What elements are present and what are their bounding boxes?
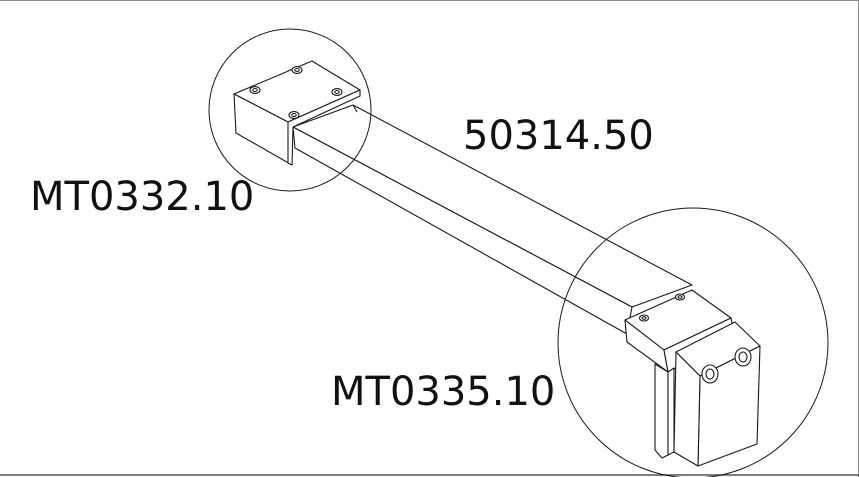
detail-circle-right xyxy=(557,207,829,477)
label-mt0332-10: MT0332.10 xyxy=(30,174,255,220)
screw-holes-left xyxy=(249,66,343,119)
detail-circle-left xyxy=(208,28,372,192)
bar-50314-50 xyxy=(292,104,693,335)
bracket-mt0335-10 xyxy=(624,289,761,467)
bolt-heads-right xyxy=(701,347,752,384)
screw-holes-right xyxy=(638,293,686,322)
label-mt0335-10: MT0335.10 xyxy=(331,369,556,415)
label-50314-50: 50314.50 xyxy=(463,113,654,159)
bracket-mt0332-10 xyxy=(233,60,361,166)
